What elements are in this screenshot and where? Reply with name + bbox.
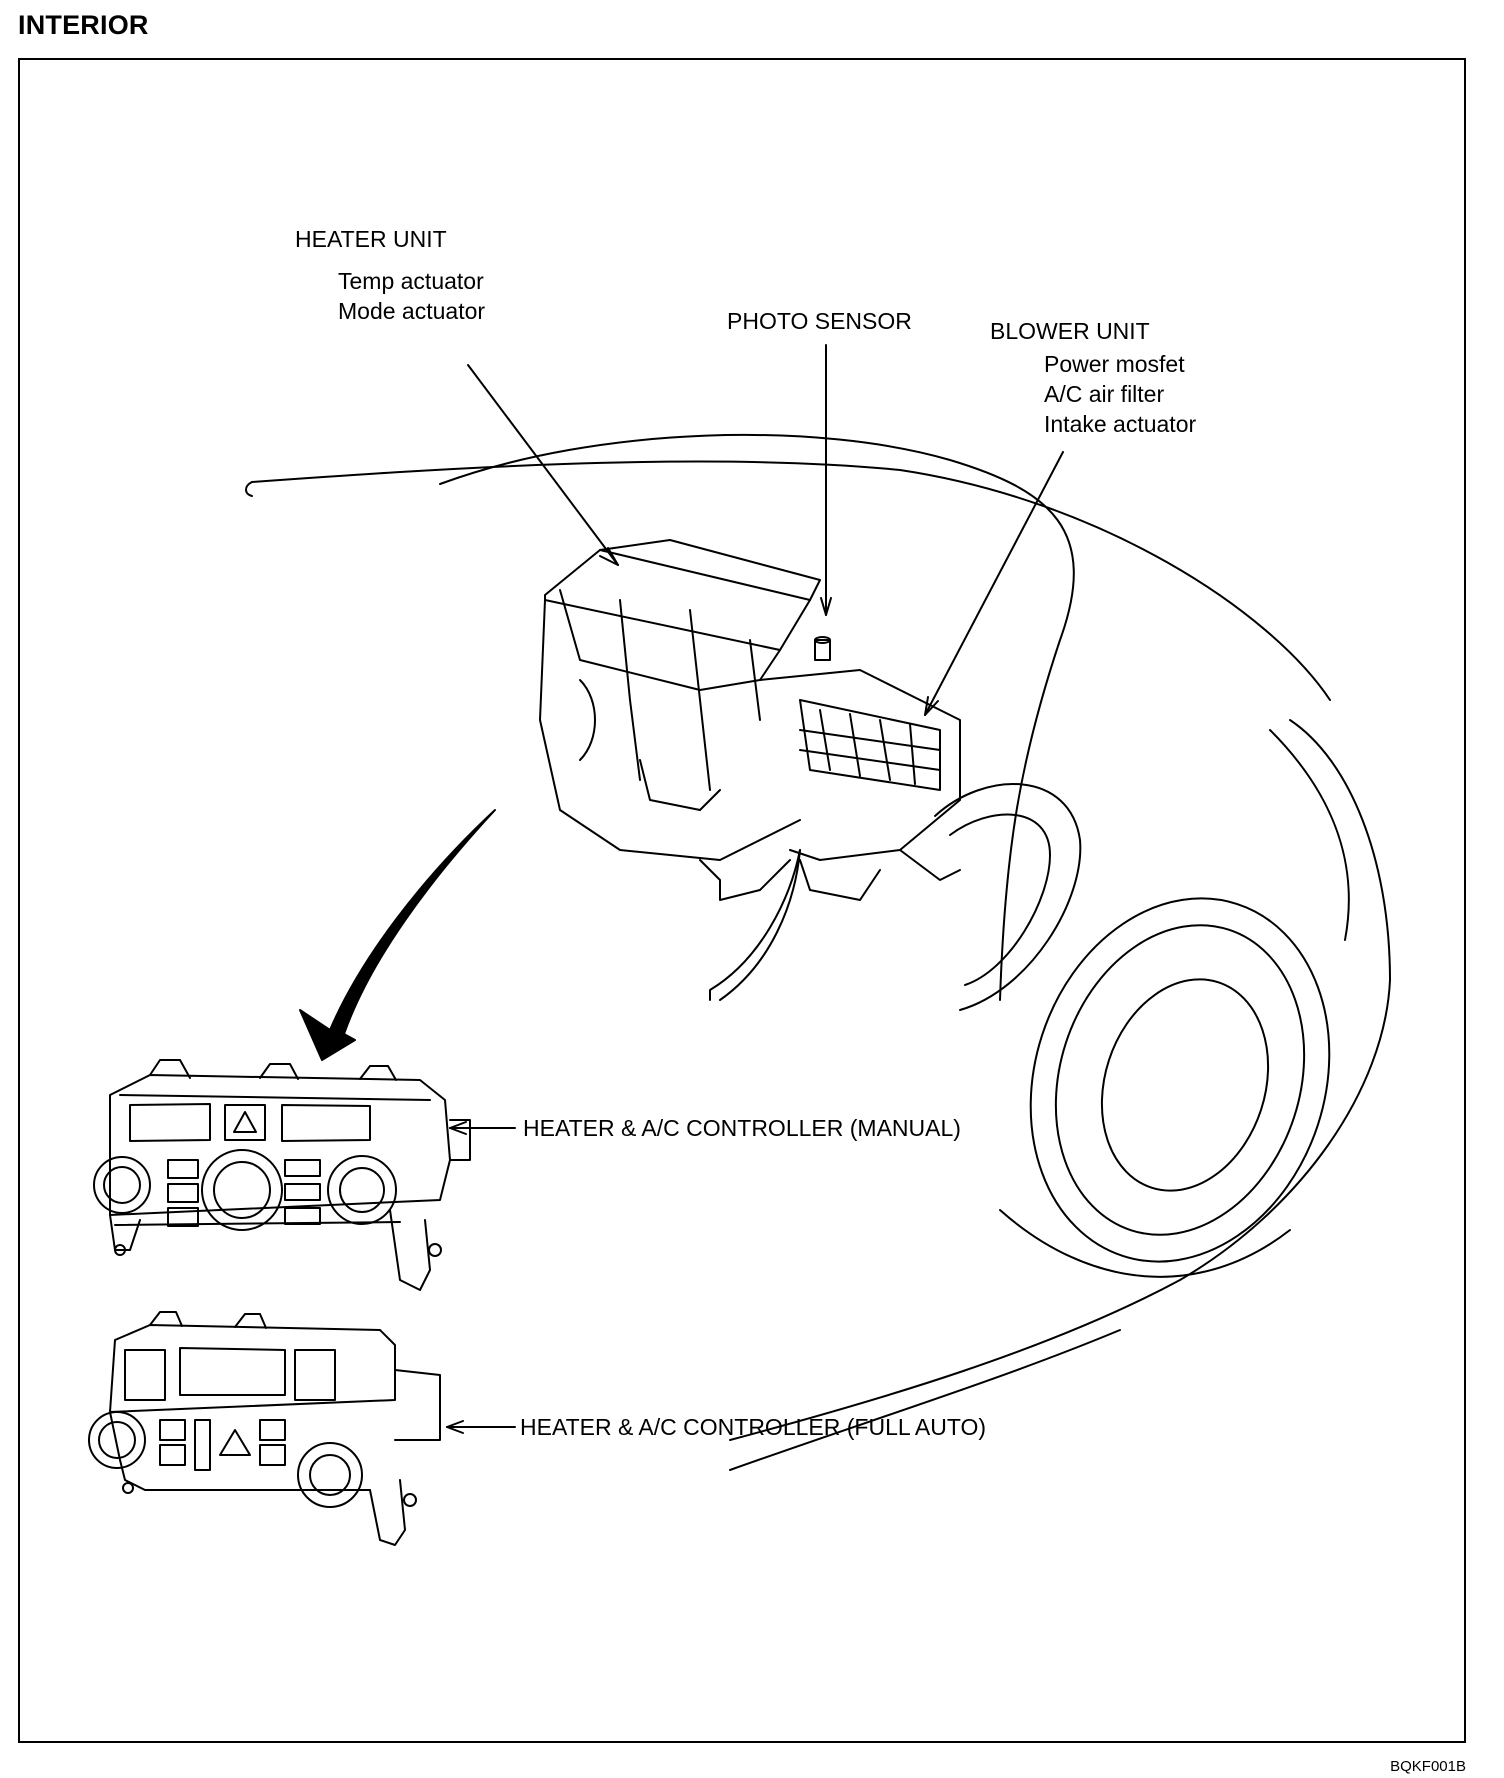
vehicle-outline <box>245 433 1391 1471</box>
label-temp-actuator: Temp actuator <box>338 268 484 294</box>
label-intake-actuator: Intake actuator <box>1044 411 1197 437</box>
figure-frame <box>18 58 1466 1743</box>
label-power-mosfet: Power mosfet <box>1044 351 1185 377</box>
label-heater-unit: HEATER UNIT <box>295 226 447 252</box>
manual-controller-drawing <box>93 1059 471 1291</box>
label-controller-full-auto: HEATER & A/C CONTROLLER (FULL AUTO) <box>520 1414 987 1440</box>
label-photo-sensor: PHOTO SENSOR <box>727 308 912 334</box>
label-controller-manual: HEATER & A/C CONTROLLER (MANUAL) <box>523 1115 961 1141</box>
leader-lines <box>446 344 1064 1434</box>
figure-code: BQKF001B <box>1390 1758 1466 1775</box>
label-ac-air-filter: A/C air filter <box>1044 381 1165 407</box>
page-title: INTERIOR <box>18 10 149 40</box>
label-blower-unit: BLOWER UNIT <box>990 318 1150 344</box>
full-auto-controller-drawing <box>88 1311 441 1546</box>
label-mode-actuator: Mode actuator <box>338 298 486 324</box>
curved-arrow-icon <box>299 809 496 1061</box>
hvac-module-drawing <box>539 539 961 1001</box>
